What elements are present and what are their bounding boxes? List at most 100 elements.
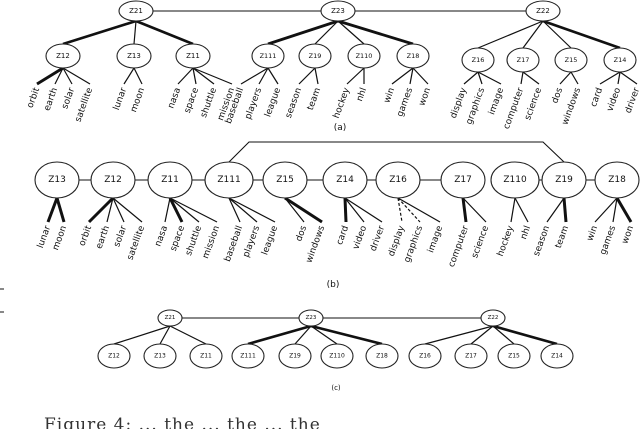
panel-a-node-label: Z23 — [331, 7, 345, 15]
panel-a-edge-z111-players — [258, 67, 269, 85]
panel-a-word-nhl: nhl — [355, 86, 369, 103]
panel-a-node-z110: Z110 — [347, 43, 381, 69]
panel-b-edge-z14-video — [344, 197, 365, 223]
panel-a-edge-z11-space — [192, 67, 197, 85]
panel-c-edge-z22-z16 — [424, 325, 494, 345]
panel-a-word-science: science — [523, 86, 544, 122]
panel-a-word-moon: moon — [129, 86, 147, 113]
panel-b-edge-z110-hockey — [510, 197, 516, 223]
panel-b-word-satellite: satellite — [126, 224, 148, 262]
panel-a-edge-z12-orbit — [36, 66, 64, 86]
panel-b-edge-z18-win — [594, 197, 618, 223]
panel-c-node-label: Z16 — [419, 353, 431, 360]
panel-a-edge-z16-display — [463, 71, 479, 85]
panel-b-node-label: Z16 — [389, 175, 407, 185]
panel-c-node-z15: Z15 — [497, 343, 531, 369]
panel-b-node-label: Z13 — [48, 175, 66, 185]
panel-a-node-z23: Z23 — [320, 0, 356, 22]
panel-b-node-label: Z17 — [454, 175, 472, 185]
panel-a-word-card: card — [589, 86, 605, 108]
panel-a-node-label: Z13 — [127, 52, 141, 60]
panel-a-word-video: video — [605, 86, 623, 113]
panel-b-node-z19: Z19 — [541, 161, 587, 199]
panel-c-node-z21: Z21 — [157, 309, 183, 327]
panel-a-word-image: image — [487, 86, 506, 116]
panel-b-node-z13: Z13 — [34, 161, 80, 199]
panel-a-node-z13: Z13 — [116, 43, 152, 69]
panel-a-edge-z111-league — [267, 67, 279, 85]
panel-c-edge-z23-z110 — [310, 325, 338, 345]
panel-a-edge-z110-hockey — [346, 67, 365, 85]
panel-b-edge-z14-card — [343, 197, 348, 223]
panel-b-edge-z12-solar — [112, 197, 125, 223]
panel-a-word-nasa: nasa — [166, 86, 183, 110]
panel-a-edge-z17-computer — [520, 71, 524, 85]
panel-a-node-label: Z21 — [129, 7, 143, 15]
panel-a-node-label: Z16 — [472, 56, 485, 64]
panel-b-word-nhl: nhl — [519, 224, 533, 241]
panel-a-word-players: players — [243, 86, 264, 121]
panel-a-node-z19: Z19 — [298, 43, 332, 69]
panel-a-word-win: win — [382, 86, 397, 104]
panel-c-node-z110: Z110 — [320, 343, 354, 369]
panel-b-word-dos: dos — [294, 224, 309, 243]
panel-a-node-label: Z111 — [260, 52, 277, 60]
panel-b-word-hockey: hockey — [496, 224, 517, 258]
cut-off-caption-text: Figure 4: ... the ... the ... the — [44, 415, 321, 429]
panel-a-node-label: Z11 — [186, 52, 200, 60]
panel-a-edge-z23-z19 — [314, 20, 339, 45]
panel-a-edge-z12-satellite — [62, 67, 91, 85]
panel-a-node-label: Z17 — [517, 56, 530, 64]
panel-b-word-solar: solar — [112, 224, 129, 248]
panel-b-edge-z13-lunar — [46, 197, 59, 223]
panel-b-edge-z12-earth — [106, 197, 114, 223]
panel-b-edge-z111-league — [228, 197, 276, 223]
panel-b-word-card: card — [335, 224, 351, 246]
panel-b-node-label: Z111 — [217, 175, 240, 185]
panel-b-edge-z110-nhl — [514, 197, 529, 223]
panel-b-edge-z18-won — [615, 197, 633, 223]
panel-a-edge-z21-z13 — [133, 20, 137, 45]
panel-b-edge-z11-nasa — [164, 197, 171, 223]
panel-a-word-satellite: satellite — [74, 86, 96, 124]
panel-b-edge-z15-dos — [284, 197, 305, 223]
panel-b-edge-z18-games — [612, 197, 618, 223]
panel-b-node-label: Z15 — [276, 175, 294, 185]
panel-a-edge-z14-video — [617, 71, 621, 85]
panel-a-word-earth: earth — [43, 86, 61, 112]
panel-b-word-team: team — [554, 224, 571, 249]
panel-b-word-computer: computer — [447, 224, 471, 268]
panel-b-node-label: Z110 — [503, 175, 527, 185]
panel-c-node-label: Z17 — [465, 353, 477, 360]
panel-a-word-solar: solar — [60, 86, 77, 110]
panel-c-node-label: Z18 — [376, 353, 388, 360]
panel-a-node-z21: Z21 — [118, 0, 154, 22]
panel-b-edge-z11-shuttle — [169, 197, 200, 223]
panel-c-node-z19: Z19 — [278, 343, 312, 369]
panel-a-edge-z15-windows — [570, 71, 579, 85]
panel-b-node-label: Z11 — [161, 175, 179, 185]
panel-b-node-label: Z12 — [104, 175, 122, 185]
panel-a-word-league: league — [263, 86, 283, 119]
panel-c-node-z18: Z18 — [365, 343, 399, 369]
panel-b-caption: (b) — [327, 280, 340, 290]
panel-a-node-z14: Z14 — [603, 47, 637, 73]
panel-c-node-z16: Z16 — [408, 343, 442, 369]
panel-a-word-won: won — [417, 86, 433, 107]
panel-a-edge-z11-nasa — [177, 67, 194, 85]
panel-a-node-label: Z18 — [407, 52, 420, 60]
panel-b-word-league: league — [260, 224, 280, 257]
panel-a-word-team: team — [306, 86, 323, 111]
panel-c-edge-z21-z11 — [169, 325, 207, 345]
panel-c-node-z22: Z22 — [480, 309, 506, 327]
panel-a-edge-z18-win — [391, 67, 414, 85]
panel-a-edge-z15-dos — [559, 71, 572, 85]
panel-a-node-z15: Z15 — [554, 47, 588, 73]
panel-c-node-label: Z110 — [329, 353, 345, 360]
panel-a-edge-z16-graphics — [477, 71, 483, 85]
panel-c-node-label: Z13 — [154, 353, 166, 360]
panel-b-word-lunar: lunar — [36, 224, 53, 249]
panel-a-word-shuttle: shuttle — [199, 86, 219, 119]
panel-a-node-label: Z110 — [356, 52, 373, 60]
